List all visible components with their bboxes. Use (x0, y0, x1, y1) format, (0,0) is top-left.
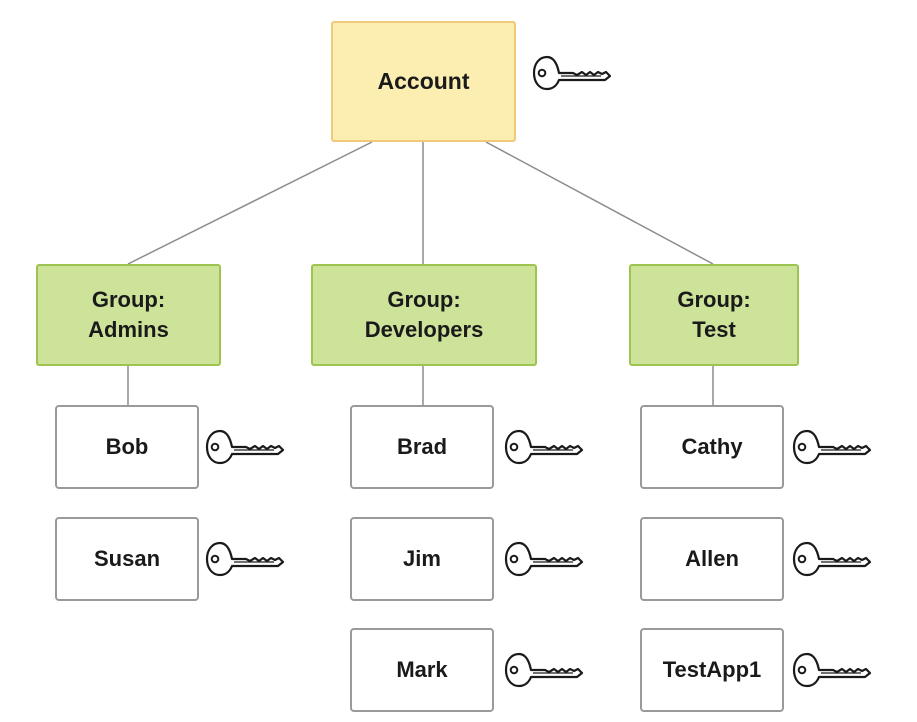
group-prefix: Group: (91, 286, 166, 312)
user-testapp1: TestApp1 (640, 628, 784, 712)
user-key-icon (503, 539, 585, 579)
group-name: Test (692, 317, 736, 342)
account-key-icon (531, 53, 613, 93)
group-prefix: Group: (387, 286, 461, 312)
user-key-icon (791, 539, 873, 579)
user-name: Jim (403, 545, 441, 571)
group-developers: Group: Developers (311, 264, 537, 366)
user-name: Mark (396, 656, 448, 682)
account-node: Account (331, 21, 516, 142)
user-mark: Mark (350, 628, 494, 712)
user-allen: Allen (640, 517, 784, 601)
user-key-icon (204, 427, 286, 467)
group-name: Admins (88, 317, 169, 342)
group-test: Group: Test (629, 264, 799, 366)
user-cathy: Cathy (640, 405, 784, 489)
user-key-icon (791, 650, 873, 690)
user-susan: Susan (55, 517, 199, 601)
group-admins: Group: Admins (36, 264, 221, 366)
connector-account-test (485, 141, 714, 265)
user-key-icon (503, 427, 585, 467)
account-label: Account (377, 67, 470, 94)
user-name: TestApp1 (662, 656, 762, 682)
user-name: Brad (396, 433, 448, 459)
user-key-icon (503, 650, 585, 690)
user-name: Allen (685, 545, 739, 571)
user-name: Susan (93, 545, 161, 571)
group-name: Developers (364, 317, 484, 342)
user-name: Cathy (681, 433, 743, 459)
user-brad: Brad (350, 405, 494, 489)
group-prefix: Group: (677, 286, 751, 312)
user-key-icon (204, 539, 286, 579)
user-key-icon (791, 427, 873, 467)
user-name: Bob (105, 433, 149, 459)
user-jim: Jim (350, 517, 494, 601)
user-bob: Bob (55, 405, 199, 489)
connector-account-admins (127, 141, 373, 265)
